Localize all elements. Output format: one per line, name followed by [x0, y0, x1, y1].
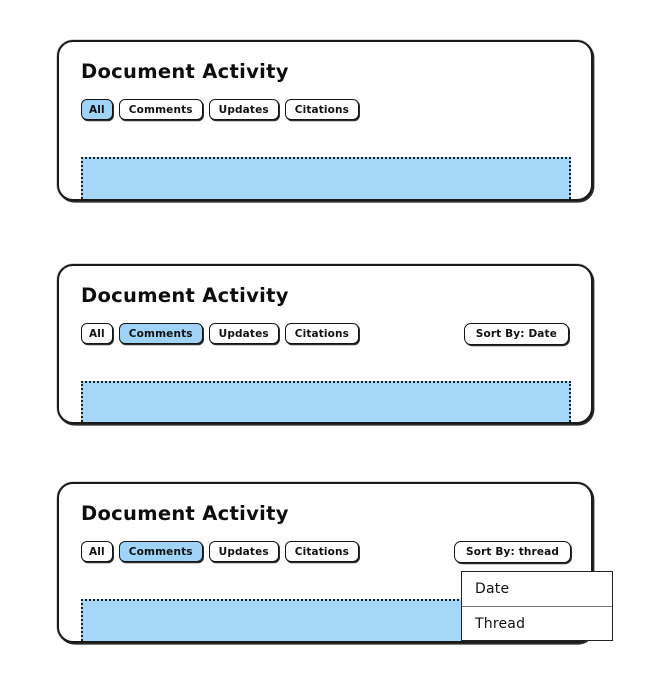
- activity-content-placeholder: [81, 381, 571, 422]
- dropdown-option-thread[interactable]: Thread: [462, 606, 612, 640]
- sort-by-label: Sort By: thread: [466, 546, 559, 558]
- page-title: Document Activity: [81, 502, 289, 525]
- tab-row: All Comments Updates Citations: [81, 541, 360, 562]
- panel-clip: Document Activity All Comments Updates C…: [59, 484, 591, 641]
- tab-comments-label: Comments: [128, 545, 193, 558]
- activity-content-placeholder: [81, 157, 571, 199]
- tab-all-label: All: [89, 103, 105, 116]
- tab-updates[interactable]: Updates: [208, 323, 279, 344]
- sort-by-button[interactable]: Sort By: thread: [454, 541, 571, 563]
- tab-comments-label: Comments: [128, 327, 193, 340]
- dropdown-option-thread-label: Thread: [475, 615, 526, 632]
- tab-all[interactable]: All: [81, 323, 113, 344]
- tab-row: All Comments Updates Citations: [81, 323, 360, 344]
- tab-comments[interactable]: Comments: [118, 541, 203, 562]
- document-activity-panel-comments: Document Activity All Comments Updates C…: [57, 264, 593, 424]
- tab-comments[interactable]: Comments: [118, 323, 203, 344]
- tab-citations-label: Citations: [294, 545, 350, 558]
- panel-clip: Document Activity All Comments Updates C…: [59, 42, 591, 199]
- dropdown-option-date[interactable]: Date: [462, 572, 612, 606]
- tab-all-label: All: [89, 327, 105, 340]
- tab-citations-label: Citations: [294, 327, 350, 340]
- panel-clip: Document Activity All Comments Updates C…: [59, 266, 591, 422]
- tab-citations[interactable]: Citations: [284, 99, 360, 120]
- tab-all[interactable]: All: [81, 541, 113, 562]
- tab-updates[interactable]: Updates: [208, 99, 279, 120]
- sort-by-label: Sort By: Date: [475, 328, 557, 340]
- tab-updates[interactable]: Updates: [208, 541, 279, 562]
- dropdown-option-date-label: Date: [475, 581, 510, 597]
- tab-comments-label: Comments: [128, 103, 193, 116]
- document-activity-panel-sort-open: Document Activity All Comments Updates C…: [57, 482, 593, 643]
- tab-citations-label: Citations: [294, 103, 350, 116]
- tab-updates-label: Updates: [218, 545, 269, 558]
- tab-all-label: All: [89, 545, 105, 558]
- tab-citations[interactable]: Citations: [284, 323, 360, 344]
- tab-all[interactable]: All: [81, 99, 113, 120]
- tab-comments[interactable]: Comments: [118, 99, 203, 120]
- tab-updates-label: Updates: [218, 327, 269, 340]
- tab-row: All Comments Updates Citations: [81, 99, 360, 120]
- sort-by-button[interactable]: Sort By: Date: [463, 323, 569, 345]
- tab-citations[interactable]: Citations: [284, 541, 360, 562]
- page-title: Document Activity: [81, 284, 289, 307]
- page-title: Document Activity: [81, 60, 289, 83]
- sort-by-dropdown-menu: Date Thread: [461, 571, 613, 641]
- tab-updates-label: Updates: [218, 103, 269, 116]
- document-activity-panel-all: Document Activity All Comments Updates C…: [57, 40, 593, 201]
